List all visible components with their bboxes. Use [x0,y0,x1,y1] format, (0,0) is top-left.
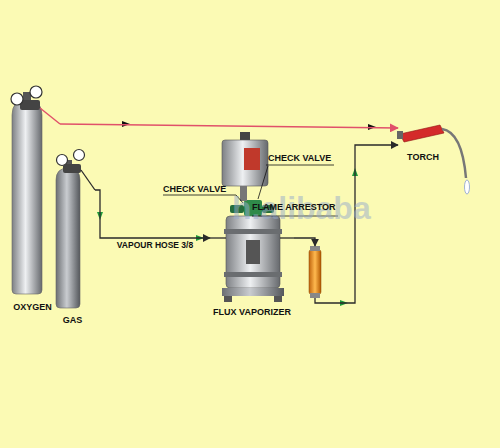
drawing-part [40,108,60,124]
drawing-part [309,250,321,294]
gas-cylinder [56,150,95,309]
drawing-part [244,148,260,170]
drawing-part [81,170,95,190]
oxygen-cylinder [11,86,60,294]
torch-illustration [397,125,470,194]
hose-line [95,190,210,238]
drawing-part [224,272,282,277]
hose-line [60,124,398,128]
flame-arrestor-illustration [309,246,321,298]
drawing-part [465,180,470,194]
drawing-part [400,125,444,142]
component-node: FLUX VAPORIZER [210,212,294,317]
component-label: FLAME ARRESTOR [252,202,336,212]
component-node: FLAME ARRESTOR [303,246,327,298]
component-node: GAS [50,150,95,325]
component-node: TORCH [398,118,448,162]
part-label: CHECK VALVE [163,184,226,194]
drawing-part [224,229,282,234]
drawing-part [63,164,81,173]
hose-label: VAPOUR HOSE 3/8 [115,241,195,250]
drawing-part [442,129,466,178]
drawing-part [274,296,282,302]
drawing-part [163,195,243,203]
drawing-part [280,237,294,238]
part-label: CHECK VALVE [268,153,331,163]
component-label: OXYGEN [13,302,52,312]
drawing-part [224,296,232,302]
drawing-part [266,165,334,166]
drawing-part [57,155,68,166]
component-label: FLUX VAPORIZER [213,307,291,317]
drawing-part [30,86,42,98]
drawing-part [74,150,85,161]
drawing-part [310,293,320,298]
drawing-part [56,168,80,308]
flow-arrows [97,121,376,306]
drawing-part [11,93,23,105]
component-label: TORCH [407,152,439,162]
component-node: OXYGEN [5,88,60,312]
drawing-part [222,140,268,186]
drawing-part [226,216,280,288]
drawing-part [240,132,250,141]
drawing-part [210,237,226,238]
drawing-part [12,100,42,294]
drawing-part [246,240,260,264]
component-label: GAS [63,315,83,325]
drawing-part [310,246,320,251]
drawing-part [397,131,403,139]
drawing-part [222,288,284,296]
hose-line [294,238,315,246]
